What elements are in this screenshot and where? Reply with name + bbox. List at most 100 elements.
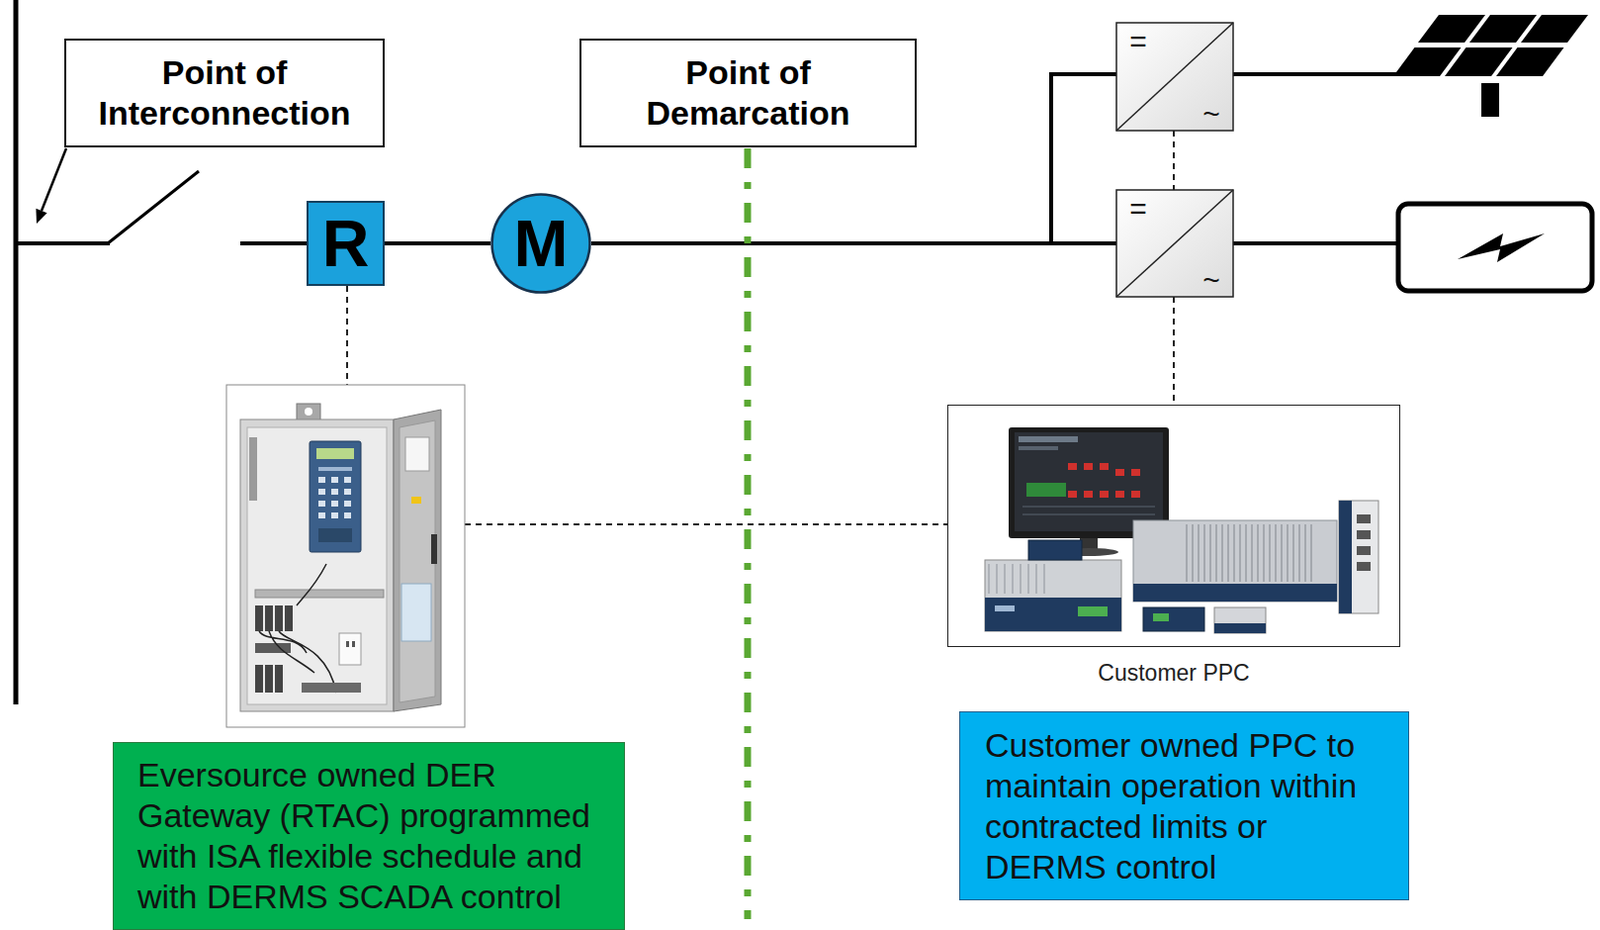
rtac-cabinet-picture — [316, 447, 355, 459]
controller-devices-picture — [1099, 490, 1109, 498]
power-wire — [240, 241, 307, 246]
power-wire — [15, 241, 110, 246]
rtac-cabinet-picture — [318, 476, 326, 483]
rtac-cabinet-picture — [399, 420, 436, 703]
rtac-cabinet-picture — [249, 437, 258, 501]
recloser-box: R — [306, 200, 385, 286]
rtac-cabinet-picture — [339, 632, 361, 665]
leader-arrow — [41, 148, 67, 211]
solar-panel-icon — [1520, 14, 1589, 43]
leader-arrow — [35, 148, 67, 224]
battery-icon — [1398, 203, 1593, 291]
solar-panel-icon — [1393, 14, 1589, 117]
rtac-cabinet-picture — [318, 488, 326, 495]
rtac-cabinet-picture — [318, 512, 326, 519]
controller-devices-picture — [1143, 607, 1205, 631]
rtac-cabinet-picture — [240, 419, 394, 712]
controller-devices-picture — [1214, 607, 1266, 633]
node-text: Customer owned PPC to maintain operation… — [984, 724, 1375, 888]
inverter-sign: ~ — [1202, 265, 1221, 295]
inverter-symbol — [1116, 22, 1234, 131]
comm-dashed-line — [1172, 130, 1175, 190]
controller-devices-picture — [1083, 462, 1093, 470]
location-box: Point of Demarcation — [579, 38, 917, 148]
inverter-symbol — [1116, 189, 1234, 297]
leader-arrow — [35, 208, 47, 224]
rtac-cabinet-picture — [346, 640, 350, 647]
controller-devices-picture — [1356, 530, 1371, 539]
solar-panel-icon — [1496, 47, 1565, 77]
controller-devices-picture — [1356, 514, 1371, 524]
rtac-cabinet-picture — [226, 384, 465, 727]
picture-caption: Customer PPC — [947, 659, 1401, 688]
controller-devices-picture — [1338, 500, 1379, 614]
node-text: R — [322, 210, 370, 276]
rtac-cabinet-picture — [344, 488, 352, 495]
rtac-cabinet-picture — [265, 664, 273, 693]
node-text: Point of Interconnection — [82, 52, 367, 134]
controller-devices-picture — [1356, 545, 1371, 555]
node-text: Eversource owned DER Gateway (RTAC) prog… — [137, 754, 611, 917]
controller-devices-picture — [1356, 561, 1371, 571]
comm-dashed-line — [346, 285, 349, 385]
controller-devices-picture — [1022, 506, 1156, 508]
controller-devices-picture — [984, 427, 1379, 633]
owner-note-box: Customer owned PPC to maintain operation… — [959, 711, 1410, 900]
rtac-cabinet-picture — [318, 466, 353, 471]
power-wire — [1233, 241, 1399, 246]
comm-dashed-line — [464, 523, 948, 526]
rtac-cabinet-picture — [255, 642, 291, 653]
controller-devices-picture — [1131, 468, 1141, 476]
power-wire — [1051, 74, 1117, 246]
meter-circle: M — [490, 192, 592, 294]
solar-panel-icon — [1481, 83, 1500, 117]
location-box: Point of Interconnection — [64, 38, 385, 148]
switch-symbol — [107, 171, 199, 244]
controller-devices-picture — [1067, 462, 1077, 470]
rtac-cabinet-picture — [301, 682, 361, 693]
bus-bar — [15, 0, 17, 705]
battery-icon — [1457, 233, 1545, 263]
rtac-cabinet-picture — [352, 640, 356, 647]
power-wire — [591, 241, 1117, 246]
node-text: M — [514, 210, 569, 276]
rtac-cabinet-picture — [331, 476, 339, 483]
power-wire — [1233, 72, 1397, 77]
rtac-cabinet-picture — [318, 528, 353, 542]
controller-devices-picture — [984, 597, 1122, 631]
controller-devices-picture — [1214, 622, 1266, 633]
rtac-cabinet-picture — [331, 488, 339, 495]
power-wire — [384, 241, 491, 246]
controller-devices-picture — [1083, 490, 1093, 498]
controller-devices-picture — [1115, 468, 1125, 476]
rtac-cabinet-picture — [344, 500, 352, 507]
rtac-cabinet-picture — [309, 441, 361, 552]
controller-devices-picture — [1186, 524, 1312, 582]
demarcation-line — [744, 148, 752, 919]
picture-frame — [947, 404, 1401, 647]
rtac-cabinet-picture — [393, 409, 442, 712]
inverter-symbol — [1116, 22, 1234, 131]
controller-devices-picture — [1014, 432, 1163, 532]
rtac-cabinet-picture — [247, 427, 387, 705]
controller-devices-picture — [1026, 482, 1067, 497]
inverter-sign: ~ — [1202, 98, 1221, 129]
rtac-cabinet-picture — [284, 605, 293, 631]
meter-circle-outline — [492, 194, 591, 293]
rtac-cabinet-picture — [318, 500, 326, 507]
controller-devices-picture — [984, 559, 1122, 631]
rtac-cabinet-picture — [255, 605, 264, 631]
rtac-cabinet-picture — [431, 533, 438, 564]
rtac-cabinet-picture — [255, 664, 264, 693]
battery-icon — [1398, 203, 1593, 291]
rtac-cabinet-picture — [259, 563, 337, 693]
controller-devices-picture — [1028, 539, 1082, 560]
rtac-cabinet-picture — [405, 437, 430, 471]
rtac-cabinet-picture — [304, 407, 313, 416]
controller-devices-picture — [1133, 583, 1337, 602]
controller-devices-picture — [1018, 436, 1078, 443]
rtac-cabinet-picture — [265, 605, 273, 631]
controller-devices-picture — [1338, 500, 1352, 614]
rtac-cabinet-picture — [274, 605, 283, 631]
